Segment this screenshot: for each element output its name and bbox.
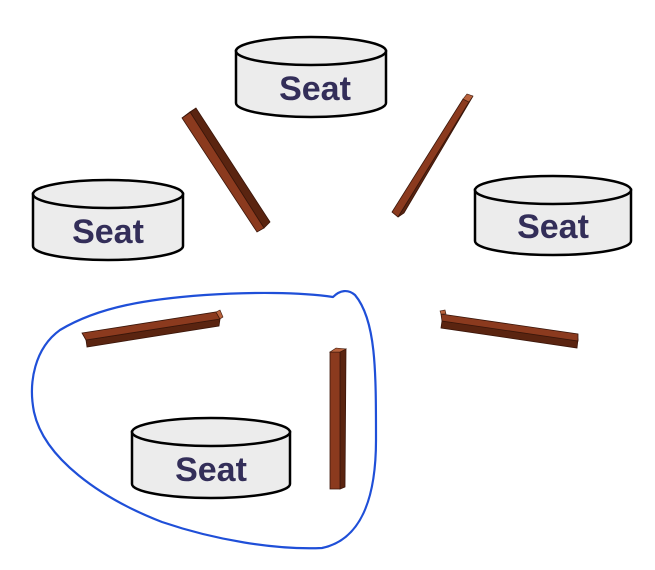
seat-label-bottom: Seat [175,451,247,489]
chopstick-top-right [391,93,474,218]
seat-bottom: Seat [130,416,292,500]
highlight-loop [30,290,378,550]
chopstick-left [81,309,224,348]
seat-left: Seat [31,178,185,262]
chopstick-bottom-vertical [329,347,348,490]
seat-label-right: Seat [517,208,589,246]
seat-right: Seat [473,174,633,257]
seat-top: Seat [234,35,388,119]
chopstick-top-left [181,107,271,233]
chopstick-right [439,309,579,349]
seat-label-top: Seat [279,70,351,108]
seat-label-left: Seat [72,213,144,251]
